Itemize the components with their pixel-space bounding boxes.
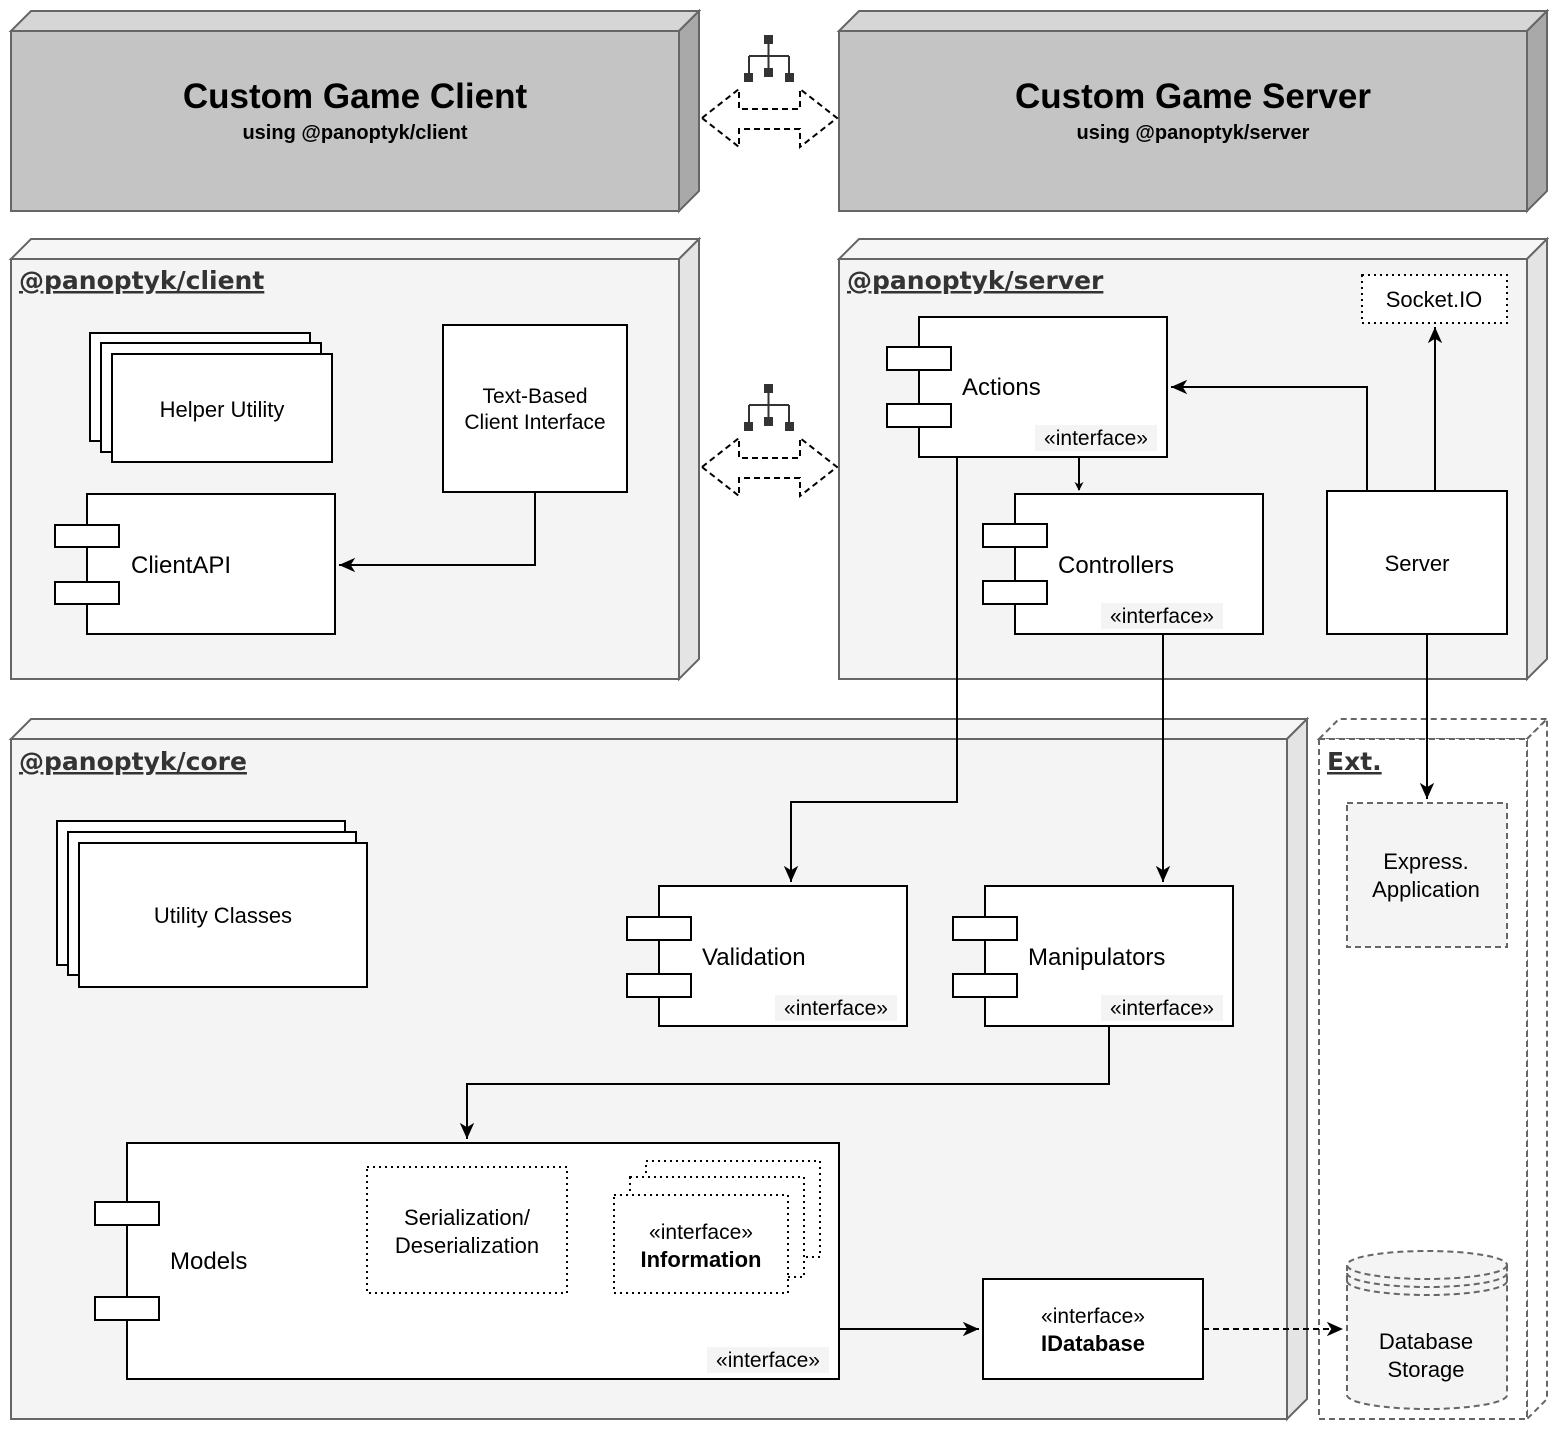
helper-utility-label: Helper Utility (160, 397, 285, 422)
express-line2: Application (1372, 877, 1480, 902)
utility-classes-box: Utility Classes (56, 820, 368, 988)
network-icon (744, 384, 794, 431)
models-stereotype: «interface» (716, 1349, 820, 1372)
models-label: Models (170, 1248, 247, 1275)
controllers-stereotype: «interface» (1110, 605, 1214, 628)
client-api-label: ClientAPI (131, 552, 231, 579)
bidirectional-arrow-icon (700, 435, 839, 499)
manipulators-stereotype: «interface» (1110, 997, 1214, 1020)
client-subtitle: using @panoptyk/client (242, 122, 467, 144)
ext-package-label: Ext. (1327, 747, 1382, 776)
idatabase-box: «interface» IDatabase (982, 1278, 1204, 1380)
serial-line1: Serialization/ (404, 1205, 531, 1230)
actions-component: Actions «interface» (886, 316, 1168, 458)
serialization-box: Serialization/ Deserialization (366, 1166, 568, 1294)
db-line2: Storage (1387, 1357, 1464, 1382)
server-title: Custom Game Server (1015, 77, 1371, 116)
idatabase-stereotype: «interface» (1041, 1305, 1145, 1328)
validation-component: Validation «interface» (626, 885, 908, 1027)
text-based-client-box: Text-Based Client Interface (442, 324, 628, 493)
manipulators-component: Manipulators «interface» (952, 885, 1234, 1027)
helper-utility-box: Helper Utility (89, 332, 333, 463)
edge-server-to-actions (1171, 379, 1368, 491)
validation-label: Validation (702, 944, 806, 971)
actions-stereotype: «interface» (1044, 427, 1148, 450)
information-box: «interface» Information (613, 1160, 821, 1294)
server-subtitle: using @panoptyk/server (1077, 122, 1310, 144)
client-api-component: ClientAPI (54, 493, 336, 635)
database-storage-cylinder: Database Storage (1346, 1250, 1508, 1410)
controllers-component: Controllers «interface» (982, 493, 1264, 635)
text-client-line1: Text-Based (482, 385, 587, 408)
utility-classes-label: Utility Classes (154, 903, 292, 928)
client-package-label: @panoptyk/client (19, 266, 264, 295)
socketio-box: Socket.IO (1361, 274, 1508, 324)
server-box: Server (1326, 490, 1508, 635)
manipulators-label: Manipulators (1028, 944, 1165, 971)
client-title: Custom Game Client (183, 77, 528, 116)
edge-manipulators-to-models (459, 1026, 1110, 1139)
server-package-label: @panoptyk/server (847, 266, 1104, 295)
server-label: Server (1385, 551, 1450, 576)
idatabase-label: IDatabase (1041, 1331, 1145, 1356)
bidirectional-arrow-icon (700, 86, 839, 150)
edge-textclient-to-clientapi (339, 492, 536, 573)
network-icon (744, 35, 794, 82)
text-client-line2: Client Interface (464, 411, 605, 434)
edge-actions-to-validation (783, 457, 958, 882)
validation-stereotype: «interface» (784, 997, 888, 1020)
serial-line2: Deserialization (395, 1233, 539, 1258)
db-line1: Database (1379, 1329, 1473, 1354)
custom-game-client-node: Custom Game Client using @panoptyk/clien… (8, 8, 702, 214)
information-label: Information (641, 1247, 762, 1272)
actions-label: Actions (962, 374, 1041, 401)
express-application-box: Express. Application (1346, 802, 1508, 948)
core-package-label: @panoptyk/core (19, 747, 247, 776)
socketio-label: Socket.IO (1386, 287, 1483, 312)
express-line1: Express. (1383, 849, 1469, 874)
custom-game-server-node: Custom Game Server using @panoptyk/serve… (836, 8, 1550, 214)
information-stereotype: «interface» (649, 1221, 753, 1244)
controllers-label: Controllers (1058, 552, 1174, 579)
